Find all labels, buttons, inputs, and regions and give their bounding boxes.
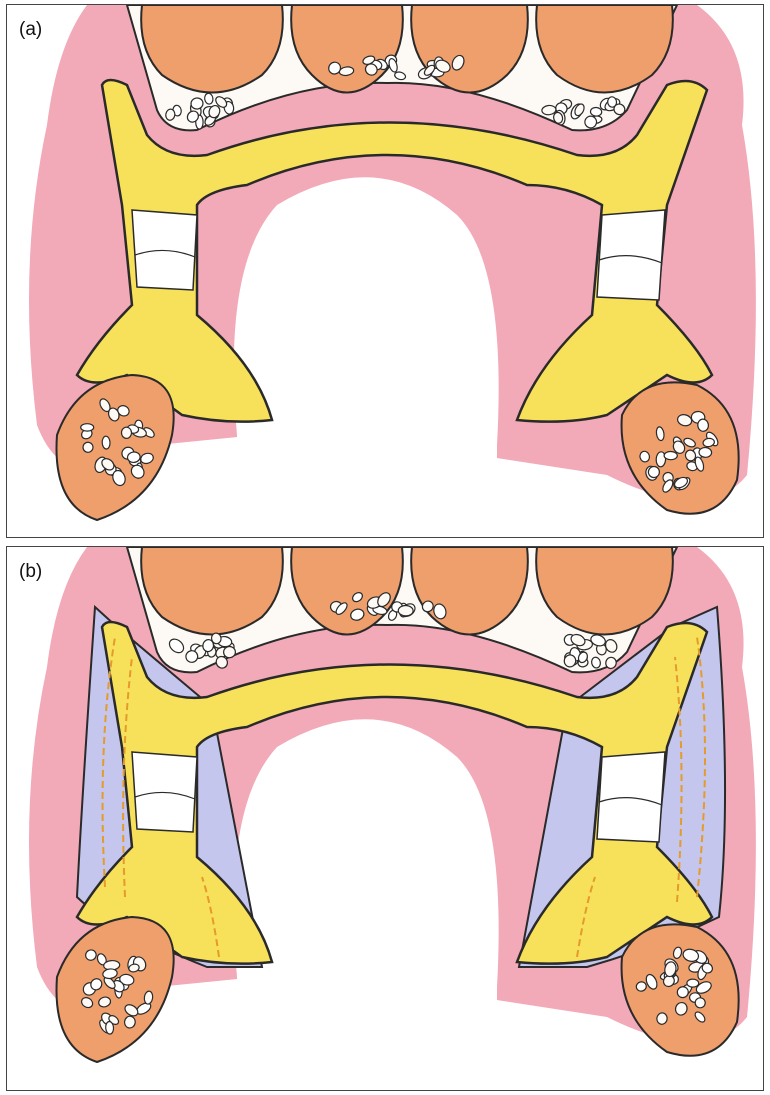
marrow-cell [105,1021,114,1034]
marrow-cell [590,107,602,117]
cavity [234,177,499,538]
marrow-cell [81,424,94,431]
marrow-cell [687,979,699,987]
marrow-cell [121,427,131,438]
diagram-b [7,547,764,1091]
joint-block-right [597,210,665,300]
marrow-cell [102,436,110,449]
marrow-cell [697,419,709,432]
marrow-cell [223,646,235,658]
panel-label-a: (a) [19,19,42,41]
cavity [234,719,499,1081]
panel-a: (a) [6,4,764,538]
panel-label-b: (b) [19,561,42,583]
panel-b: (b) [6,546,764,1091]
anatomy-group [29,547,756,1081]
diagram-a [7,5,764,538]
joint-block-right [597,752,665,842]
anatomy-group [29,5,756,538]
marrow-cell [664,451,677,459]
marrow-cell [699,447,712,457]
marrow-cell [398,605,413,616]
